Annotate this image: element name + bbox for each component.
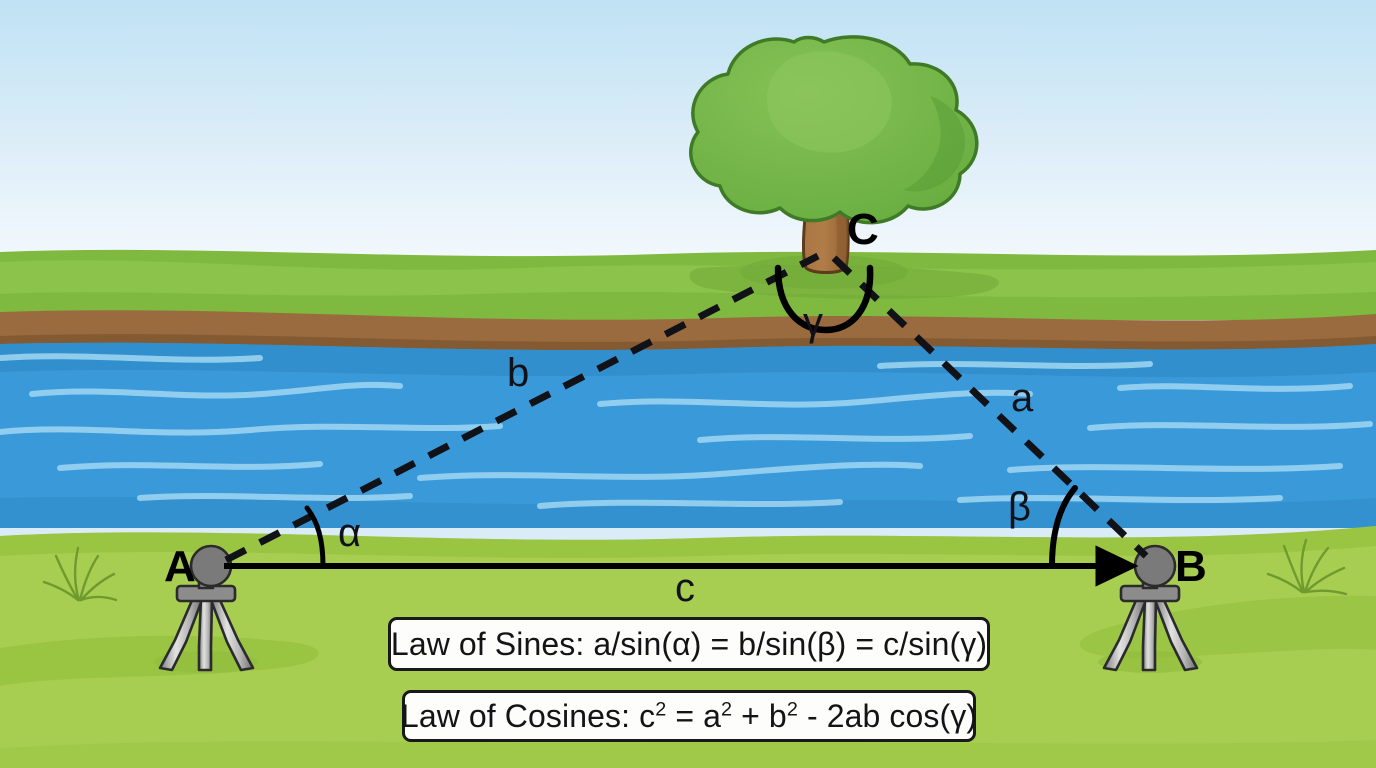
cosines-exp-3: 2 — [786, 697, 798, 720]
far-grass-highlight — [0, 260, 1376, 298]
angle-arc-gamma — [774, 264, 874, 334]
cosines-exp-1: 2 — [655, 697, 667, 720]
water-top-shade — [0, 342, 1376, 378]
side-label-a: a — [1011, 376, 1034, 420]
tree-canopy-shade — [904, 96, 966, 192]
grass-tuft-right — [1266, 538, 1348, 596]
tripod-station-a — [154, 544, 258, 673]
law-of-sines-text: Law of Sines: a/sin(α) = b/sin(β) = c/si… — [390, 625, 988, 662]
angle-arc-alpha — [304, 505, 326, 569]
water-waves — [0, 353, 1373, 509]
segment-b-AC — [224, 252, 820, 564]
vertex-label-b: B — [1175, 542, 1207, 591]
law-of-cosines-text: Law of Cosines: c2 = a2 + b2 - 2ab cos(γ… — [401, 698, 977, 735]
sky-band — [0, 0, 1376, 256]
cosines-mid-2: + b — [732, 697, 787, 734]
vertex-label-a: A — [164, 542, 196, 591]
tree-canopy-highlight — [766, 51, 892, 153]
cosines-prefix: Law of Cosines: c — [400, 697, 656, 734]
angle-label-gamma: γ — [803, 300, 823, 344]
side-label-c: c — [675, 566, 695, 610]
angle-label-alpha: α — [338, 511, 362, 555]
cosines-suffix: - 2ab cos(γ) — [797, 697, 978, 734]
law-of-cosines-box: Law of Cosines: c2 = a2 + b2 - 2ab cos(γ… — [401, 690, 977, 742]
grass-tuft-left — [42, 546, 118, 602]
cosines-mid-1: = a — [666, 697, 721, 734]
side-label-b: b — [507, 351, 530, 395]
near-grass-patch-bottom — [0, 740, 1376, 768]
water-bottom-shade — [0, 496, 1376, 528]
cosines-exp-2: 2 — [721, 697, 733, 720]
law-of-sines-box: Law of Sines: a/sin(α) = b/sin(β) = c/si… — [388, 617, 990, 671]
angle-label-beta: β — [1008, 485, 1032, 529]
near-grass-edge — [0, 526, 1376, 558]
angle-arc-beta — [1049, 485, 1078, 569]
vertex-label-c: C — [847, 205, 879, 254]
tree — [689, 35, 979, 289]
segment-a-CB — [831, 255, 1149, 559]
tree-canopy — [689, 35, 979, 225]
